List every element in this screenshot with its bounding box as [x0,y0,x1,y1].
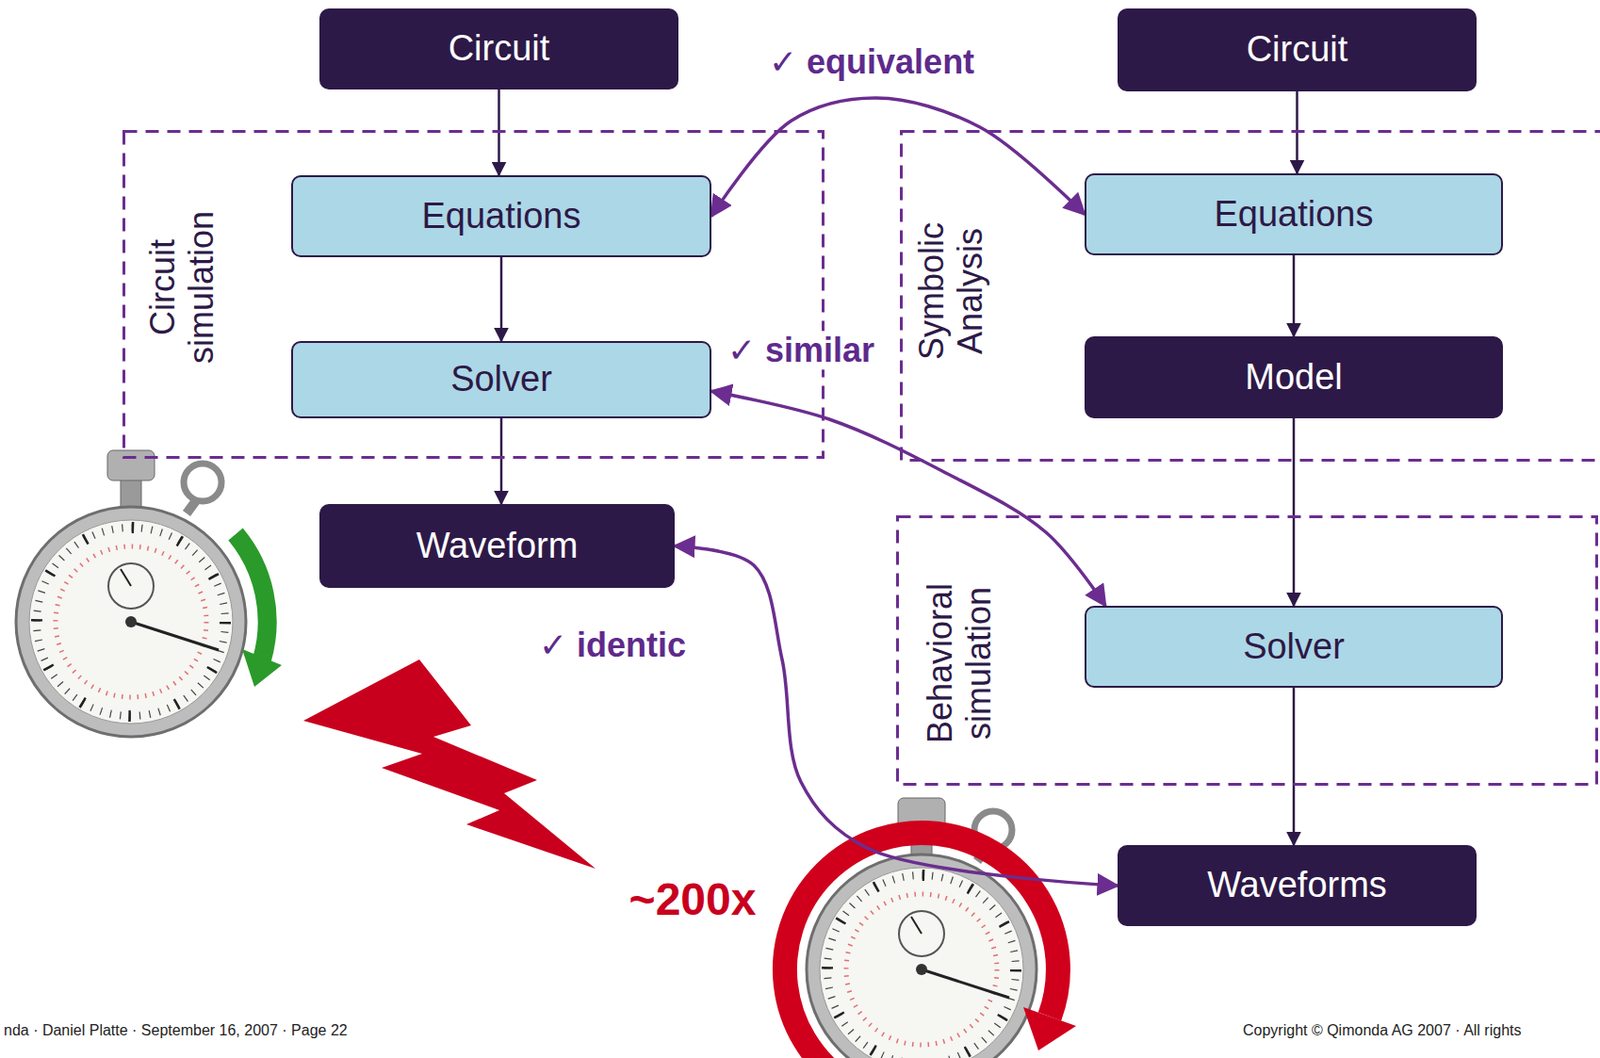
stopwatch-subdial [898,911,945,957]
box-label: Circuit [448,28,551,70]
stopwatch-minor-ticks [827,875,1016,1058]
stopwatch-minor-ticks [36,527,226,717]
flow-arrow [500,257,504,342]
process-box: Equations [1084,173,1503,256]
terminal-box: Waveform [319,504,675,588]
footer-text: Copyright © Qimonda AG 2007 · All rights [1242,1022,1521,1040]
box-label: Circuit [1246,29,1349,71]
stopwatch-subdial [108,563,154,609]
stopwatch-ring [183,463,222,502]
stopwatch-hand [130,621,219,651]
green-arc-arrow [235,534,268,660]
edge-label: ✓ equivalent [763,42,980,82]
stopwatch-body [16,506,246,737]
group-region: Behavioral simulation Solver [896,515,1599,786]
flow-arrow [500,418,504,505]
stopwatch-right [784,798,1077,1058]
speedup-factor: ~200x [629,873,757,926]
stopwatch-body [806,854,1037,1058]
stopwatch-face [819,867,1024,1058]
stopwatch-red-ticks [846,894,997,1045]
box-label: Equations [421,195,581,238]
box-label: Waveform [416,525,579,568]
process-box: Solver [1084,605,1503,688]
red-arrow-head [1023,1007,1077,1051]
dashed-border [897,517,1598,785]
box-label: Equations [1213,194,1373,236]
terminal-box: Circuit [319,8,679,90]
terminal-box: Circuit [1117,8,1477,92]
terminal-box: Model [1084,336,1503,419]
comparison-arrow [711,97,1085,217]
stopwatch-hand [911,916,922,934]
group-region: Symbolic Analysis EquationsModel [899,130,1600,462]
flow-arrow [1292,418,1296,606]
terminal-box: Waveforms [1117,845,1477,927]
red-ring-arrow [784,832,1059,1058]
stopwatch-left [16,450,282,737]
edge-label: ✓ similar [721,330,881,370]
stopwatch-hand [120,569,131,587]
lightning-bolt [303,659,596,869]
box-label: Waveforms [1207,865,1388,907]
dashed-border [901,131,1600,461]
region-label: Circuit simulation [143,186,222,390]
stopwatch-major-ticks [36,527,226,717]
process-box: Solver [291,341,712,419]
region-label: Symbolic Analysis [912,190,991,393]
stopwatch-major-ticks [827,875,1016,1058]
stopwatch-pivot [125,616,137,628]
footer-text: nda · Daniel Platte · September 16, 2007… [3,1022,348,1040]
stopwatch-crown [107,450,155,481]
region-label: Behavioral simulation [920,562,999,766]
flow-arrow [1292,687,1296,846]
stopwatch-face [29,520,233,724]
group-region: Circuit simulation EquationsSolver [122,130,825,459]
edge-label: ✓ identic [533,625,692,665]
box-label: Solver [1242,626,1345,669]
flow-arrow [1292,255,1296,337]
comparison-arrow [711,391,1106,606]
stopwatch-pivot [915,963,928,976]
stopwatch-hand [921,969,1010,998]
stopwatch-red-ticks [55,546,207,698]
box-label: Solver [450,359,553,401]
dashed-border [124,131,824,458]
box-label: Model [1244,357,1343,399]
green-arrow-head [242,649,282,687]
process-box: Equations [291,175,712,258]
